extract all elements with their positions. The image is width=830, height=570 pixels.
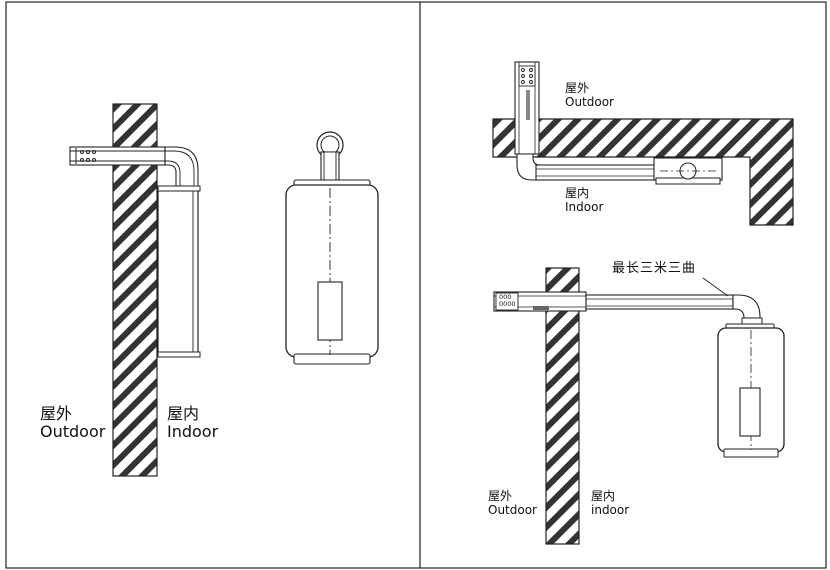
rb-indoor-label: 屋内 indoor — [591, 489, 630, 518]
rt-outdoor-cn: 屋外 — [565, 81, 590, 95]
rb-indoor-en: indoor — [591, 502, 630, 517]
left-vent-pipe — [69, 146, 166, 166]
left-vent-cap — [75, 148, 96, 164]
left-indoor-cn: 屋内 — [167, 404, 200, 423]
rt-indoor-en: Indoor — [565, 199, 604, 214]
left-outdoor-en: Outdoor — [40, 422, 106, 442]
rb-outdoor-cn: 屋外 — [488, 489, 513, 503]
rt-indoor-cn: 屋内 — [565, 186, 590, 200]
long-horizontal-pipe — [585, 294, 734, 310]
ceiling-slab — [492, 118, 794, 226]
left-outdoor-cn: 屋外 — [40, 404, 73, 423]
right-bottom-heater — [717, 317, 785, 458]
left-indoor-label: 屋内 Indoor — [167, 404, 219, 442]
left-panel — [69, 103, 379, 477]
vent-text: 000 0000 — [499, 293, 516, 308]
roof-vent-cap — [518, 65, 536, 120]
left-heater-side — [157, 187, 199, 357]
max-length-leader — [702, 277, 729, 297]
outer-frame — [5, 1, 827, 569]
ceiling-heater — [653, 157, 723, 185]
rt-indoor-label: 屋内 Indoor — [565, 186, 604, 215]
left-indoor-en: Indoor — [167, 422, 219, 442]
right-bottom-panel — [493, 267, 785, 545]
left-outdoor-label: 屋外 Outdoor — [40, 404, 106, 442]
rt-outdoor-en: Outdoor — [565, 94, 614, 109]
rb-outdoor-label: 屋外 Outdoor — [488, 489, 537, 518]
rb-indoor-cn: 屋内 — [591, 489, 616, 503]
ceiling-horizontal-pipe — [535, 164, 662, 181]
left-wall — [112, 103, 158, 477]
max-length-note: 最长三米三曲 — [612, 261, 697, 276]
right-top-panel — [492, 61, 794, 226]
right-bottom-wall — [545, 267, 580, 545]
left-heater-front — [285, 131, 379, 365]
rb-outdoor-en: Outdoor — [488, 502, 537, 517]
rt-outdoor-label: 屋外 Outdoor — [565, 81, 614, 110]
